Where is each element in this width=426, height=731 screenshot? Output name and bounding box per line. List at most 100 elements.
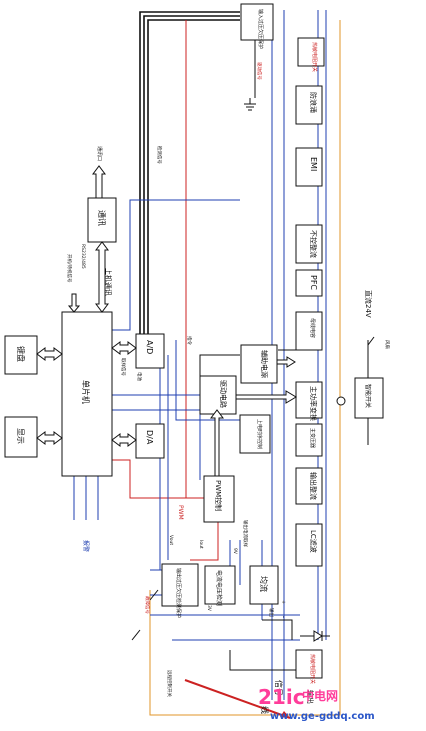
current-share-label: 均流 [259,576,269,592]
watermark-brand: 21ic [258,685,305,709]
bus-cap-block [295,311,323,351]
sample-top-label: 检测信号 [156,146,163,164]
top-bus-c [147,19,240,335]
black-line-e [262,619,293,640]
block-labels: 输入过压欠压保护 热敏电阻开关 防浪涌 EMI 不控整流 PFC 母线电容 辅助… [16,9,373,684]
arrow-comm-mcu [95,241,109,313]
diode-icon [313,630,323,642]
cap-note-label: 输出电流取样 [242,520,249,547]
alarm-label: 报警 [82,540,90,552]
bus-cap-label: 母线电容 [309,318,316,338]
ad-block [135,333,165,369]
arrow-drive-main [235,390,297,404]
ground-icon [244,103,256,111]
drive-label: 驱动电路 [219,380,228,408]
out-tag-label: 输出 [268,608,275,617]
watermark: 21ic 中电网 www.ge-gddq.com [258,685,375,722]
sig-label: 取样信号 [120,358,127,376]
main-transformer-label: 主功率变换 [309,386,318,421]
pwm-sig-label: PWM [177,505,184,520]
fuse-top-block [297,37,325,67]
vout-label: Vout [168,535,174,545]
output-rect-block [295,467,323,505]
pwm-label: PWM控制 [214,480,223,511]
keypad-label: 键盘 [16,346,26,362]
lc-filter-block [295,523,323,567]
main-transformer-block [295,381,323,419]
lc-filter-label: LC滤波 [309,530,318,553]
aux-power-label: 辅助电源 [260,350,269,378]
pfc-block [295,269,323,297]
display-label: 显示 [16,428,25,444]
current-detect-label: 电流电压检测 [215,570,223,606]
blocks [4,3,384,679]
ad-label: A/D [145,340,154,354]
orange-line [149,20,341,716]
battery-label: 电池 [136,372,143,381]
output-label: 输出 [306,690,315,704]
transformer-label: 主变压器 [309,428,316,448]
keypad-block [4,335,38,375]
aux-power-block [240,344,278,384]
node-circle-icon [336,396,346,406]
port-out-label: 通讯口 [96,146,103,161]
cmd-label: 指令 [186,336,193,345]
transformer-block [295,423,323,457]
bridge-block [295,224,323,264]
cpu-protect-block [239,414,271,454]
smart-switch-block [354,377,384,419]
sense-protect-label: 输出过压欠压检测保护 [175,568,182,618]
top-bus-a [139,11,240,335]
output-rect-label: 输出整流 [309,472,318,500]
red-arrow-icon [184,679,291,719]
remote-label: 远程控制开关 [166,670,173,697]
fuse-bottom-block [295,649,323,679]
emi-block [295,147,323,187]
iout-label: Iout [198,540,204,549]
fault-label: 故障信号 [144,596,151,614]
smart-switch-label: 智能开关 [364,384,372,408]
switch-icon [131,336,375,641]
pfc-label: PFC [309,275,318,290]
current-detect-block [204,565,236,605]
drive-block [199,375,237,415]
upper-comm-label: 上机通讯 [104,268,113,296]
cpu-protect-label: 上电时序控制 [256,419,263,449]
pwm-block [203,475,235,523]
black-line-d [229,650,300,671]
top-bus-b [143,15,240,335]
mcu-label: 单片机 [81,380,91,404]
watermark-brand-cn: 中电网 [302,688,338,703]
black-line-a [199,354,240,380]
three-v-label: 3V [206,605,212,612]
bottom-road-label: 信号 [274,680,284,696]
arrow-comm-out [92,165,106,199]
display-block [4,416,38,458]
bridge-label: 不控整流 [309,230,318,258]
watermark-url: www.ge-gddq.com [270,711,375,722]
arrow-mcu-keypad [36,347,63,361]
fuse-top-label: 热敏电阻开关 [311,42,318,72]
minus-mark-label: - [280,616,286,618]
arrow-mcu-ad [111,341,137,355]
fuse-bottom-label: 热敏电阻开关 [309,654,316,684]
surge-label: 防浪涌 [309,92,318,113]
nine-v-label: 9V [232,548,238,555]
sense-protect-block [161,563,199,607]
da-block [135,423,165,459]
emi-label: EMI [309,157,318,171]
arrow-mcu-da [111,433,137,447]
free-labels: 上机通讯 RS232/485 通讯口 开机/待机信号 报警 输出 检测信号 驱动… [66,62,391,714]
surge-block [295,85,323,125]
drive-out-label: 驱动信号 [256,62,263,80]
fan-label: 风扇 [384,340,391,349]
arrow-pwm-drive [210,409,224,477]
power-on-label: 开机/待机信号 [66,254,73,283]
blue-line-f [112,199,240,331]
plus-mark-label: + [280,600,286,604]
input-protect-block [240,3,274,41]
da-label: D/A [145,430,154,445]
arrows [36,165,297,477]
